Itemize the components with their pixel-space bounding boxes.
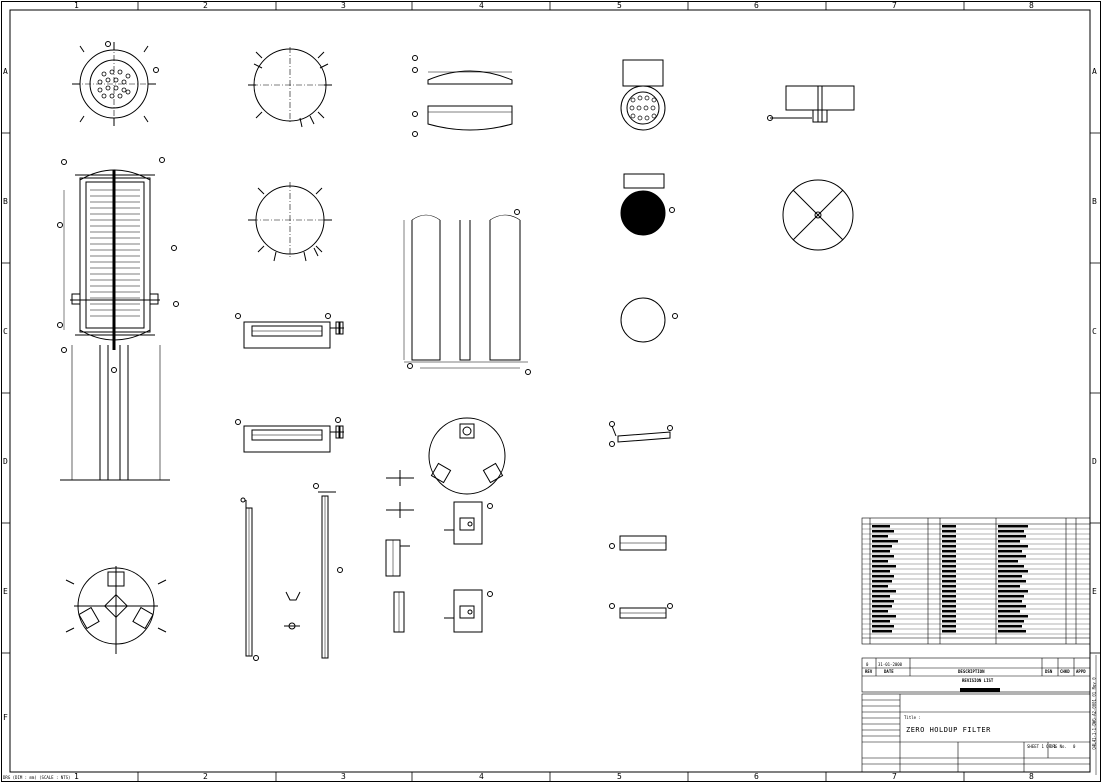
col-label-5-top: 5	[617, 1, 622, 10]
row-label-a-left: A	[3, 67, 8, 76]
plate-view-b2	[248, 182, 332, 262]
material-list-rows	[862, 528, 1090, 635]
filter-vessel-elevation	[57, 157, 179, 481]
lug-details-d4	[444, 501, 493, 633]
description-header: DESCRIPTION	[958, 669, 985, 674]
bar-details-e5	[609, 535, 673, 619]
bottom-plate-e1	[65, 566, 167, 654]
ring-c5	[620, 297, 678, 343]
col-label-7-bottom: 7	[892, 772, 897, 781]
revision-list-bar	[960, 688, 1000, 692]
flange-plan-view-a1	[72, 41, 159, 126]
drawing-title: ZERO HOLDUP FILTER	[906, 726, 991, 734]
col-label-8-bottom: 8	[1029, 772, 1034, 781]
col-label-3-top: 3	[341, 1, 346, 10]
col-label-5-bottom: 5	[617, 772, 622, 781]
support-section-d2	[235, 417, 344, 453]
row-label-b-right: B	[1092, 197, 1097, 206]
revision-block	[861, 657, 1091, 693]
col-label-4-top: 4	[479, 1, 484, 10]
row-label-b-left: B	[3, 197, 8, 206]
row-label-d-left: D	[3, 457, 8, 466]
row-label-c-right: C	[1092, 327, 1097, 336]
col-label-3-bottom: 3	[341, 772, 346, 781]
row-label-d-right: D	[1092, 457, 1097, 466]
col-label-8-top: 8	[1029, 1, 1034, 10]
col-label-6-bottom: 6	[754, 772, 759, 781]
revision-list-title: REVISION LIST	[962, 678, 994, 683]
filter-disc-b5	[620, 173, 675, 236]
col-label-1-bottom: 1	[74, 772, 79, 781]
material-list-table	[861, 517, 1091, 645]
support-section-c2	[235, 313, 344, 349]
row-label-c-left: C	[3, 327, 8, 336]
col-label-4-bottom: 4	[479, 772, 484, 781]
appd-header: APPD	[1076, 669, 1086, 674]
row-grid-ticks	[1, 132, 1101, 654]
row-label-e-right: E	[1092, 587, 1097, 596]
row-label-f-left: F	[3, 713, 8, 722]
long-plates-e2	[240, 483, 343, 661]
plate-view-a2	[248, 47, 332, 128]
dsn-header: DSN	[1045, 669, 1053, 674]
drawing-number-label: DRG No.	[1050, 744, 1067, 749]
filter-plate-a5	[620, 59, 666, 131]
col-label-2-bottom: 2	[203, 772, 208, 781]
column-grid-ticks	[137, 1, 965, 782]
footer-scale-note: DRG (DIM : mm) (SCALE : NTS)	[3, 775, 71, 780]
dished-end-views-a3	[412, 55, 513, 137]
title-block	[861, 693, 1091, 773]
row-label-a-right: A	[1092, 67, 1097, 76]
base-plate-d4	[428, 417, 506, 495]
date-header: DATE	[884, 669, 894, 674]
drawing-rev-number: 0	[1073, 744, 1076, 749]
first-rev-date: 31-01-2000	[878, 662, 903, 667]
channel-elevation-b4	[403, 209, 531, 375]
title-label: Title :	[904, 715, 921, 720]
col-label-1-top: 1	[74, 1, 79, 10]
lug-details-d3	[385, 470, 414, 633]
sheet-number: SHEET 1 OF 1	[1027, 744, 1056, 749]
material-list-cell-marks	[872, 525, 1028, 633]
col-label-2-top: 2	[203, 1, 208, 10]
mesh-disc-b6	[782, 179, 854, 251]
rev-header: REV	[865, 669, 873, 674]
col-label-7-top: 7	[892, 1, 897, 10]
plate-strip-d5	[609, 421, 673, 447]
row-label-e-left: E	[3, 587, 8, 596]
first-rev-number: 0	[866, 662, 869, 667]
chkd-header: CHKD	[1060, 669, 1070, 674]
section-detail-a6	[767, 85, 855, 123]
side-file-reference: Q4L41-1-1-DWG-A2-0001 01 Rev 0	[1091, 677, 1097, 750]
col-label-6-top: 6	[754, 1, 759, 10]
